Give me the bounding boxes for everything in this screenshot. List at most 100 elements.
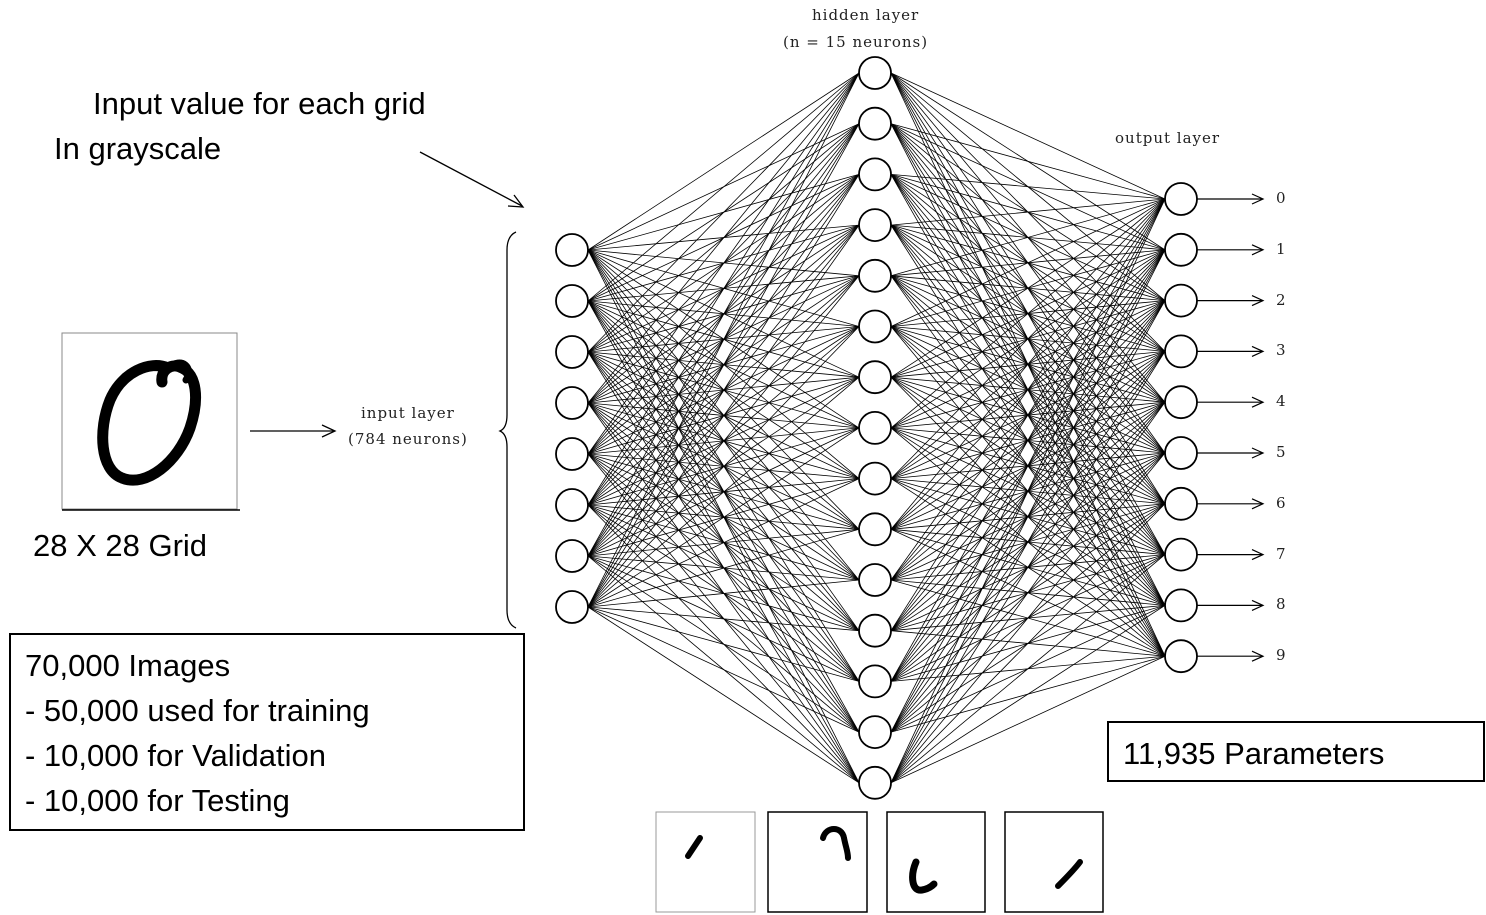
input-hidden-connection — [587, 123, 860, 608]
hidden-output-connection — [890, 72, 1166, 200]
input-hidden-connection — [587, 376, 860, 608]
input-neuron — [555, 539, 589, 573]
output-neuron — [1164, 283, 1198, 318]
output-digit-label: 4 — [1276, 392, 1287, 411]
digit-thumbnail-slash — [1004, 811, 1104, 913]
input-hidden-connection — [587, 606, 860, 632]
hidden-neuron — [858, 106, 892, 141]
hidden-layer-title: hidden layer — [812, 6, 920, 24]
digit-thumbnail-stroke — [655, 811, 756, 913]
hidden-neuron — [858, 765, 892, 800]
grayscale-annotation: In grayscale — [54, 131, 222, 166]
hidden-neuron — [858, 208, 892, 243]
hidden-output-connection — [890, 198, 1166, 581]
hidden-output-connection — [890, 605, 1166, 784]
input-hidden-connection — [587, 606, 860, 784]
output-digit-label: 8 — [1276, 595, 1287, 614]
hidden-output-connection — [890, 249, 1166, 783]
input-hidden-connection — [587, 72, 860, 404]
output-arrow-head — [1251, 345, 1265, 357]
input-hidden-connection — [587, 72, 860, 455]
input-hidden-connection — [587, 72, 860, 302]
output-neuron — [1164, 436, 1198, 470]
input-neuron — [555, 284, 589, 318]
hidden-output-connection — [890, 198, 1166, 479]
input-hidden-connection — [587, 528, 860, 608]
output-neuron — [1164, 588, 1198, 623]
hidden-output-connection — [890, 198, 1166, 327]
hidden-output-connection — [890, 198, 1166, 733]
output-neuron — [1164, 385, 1198, 420]
hidden-output-connection — [890, 300, 1166, 783]
input-hidden-connection — [587, 478, 860, 608]
dataset-info-box: 70,000 Images - 50,000 used for training… — [9, 633, 525, 831]
input-neuron — [555, 590, 589, 624]
output-arrow-head — [1251, 244, 1265, 256]
output-digit-label: 5 — [1276, 443, 1287, 461]
input-neuron — [555, 386, 589, 420]
output-neuron — [1164, 486, 1198, 521]
output-digit-label: 6 — [1276, 493, 1287, 512]
hidden-output-connection — [890, 198, 1166, 429]
dataset-total-line: 70,000 Images — [25, 648, 231, 683]
hidden-output-connection — [890, 452, 1166, 784]
input-layer-title: input layer — [361, 404, 455, 422]
hidden-output-connection — [890, 174, 1166, 200]
output-layer-title: output layer — [1115, 129, 1221, 147]
parameters-box: 11,935 Parameters — [1107, 721, 1485, 782]
output-arrow-head — [1251, 295, 1265, 307]
hidden-neuron — [858, 360, 892, 395]
output-digit-label: 0 — [1276, 189, 1287, 207]
dataset-testing-line: - 10,000 for Testing — [25, 783, 290, 818]
output-arrow-head — [1251, 447, 1265, 459]
input-neuron — [555, 233, 589, 267]
input-value-annotation: Input value for each grid — [93, 86, 426, 121]
digit-thumbnail-curve — [886, 811, 986, 913]
output-arrow-head — [1251, 599, 1265, 611]
input-hidden-connection — [587, 579, 860, 608]
input-hidden-connection — [587, 427, 860, 608]
input-neuron — [555, 437, 589, 471]
dataset-training-line: - 50,000 used for training — [25, 693, 370, 728]
input-hidden-connection — [587, 326, 860, 608]
output-neuron — [1164, 537, 1198, 572]
output-arrow-head — [1251, 396, 1265, 408]
hidden-output-connection — [890, 198, 1166, 783]
input-hidden-connection — [587, 224, 860, 608]
output-neuron — [1164, 334, 1198, 369]
hidden-neuron — [858, 258, 892, 293]
output-arrow-head — [1251, 549, 1265, 561]
output-arrows — [1197, 193, 1265, 662]
input-layer-brace — [498, 231, 517, 629]
hidden-neuron — [858, 715, 892, 749]
input-hidden-connection — [587, 72, 860, 608]
hidden-output-connection — [890, 198, 1166, 682]
input-hidden-connection — [587, 174, 860, 608]
hidden-neuron — [858, 563, 892, 597]
output-neuron — [1164, 182, 1198, 216]
input-neuron — [555, 488, 589, 522]
digit-thumbnail-hook — [767, 811, 868, 913]
hidden-neuron — [858, 664, 892, 699]
hidden-neuron — [858, 461, 892, 496]
output-arrow-head — [1251, 498, 1265, 510]
hidden-output-connection — [890, 198, 1166, 530]
hidden-output-connection — [890, 198, 1166, 226]
input-neuron — [555, 335, 589, 369]
input-hidden-connection — [587, 72, 860, 557]
input-hidden-connection — [587, 72, 860, 353]
hidden-layer-count: (n = 15 neurons) — [783, 33, 929, 51]
output-neuron — [1164, 639, 1198, 674]
hidden-output-connection — [890, 554, 1166, 784]
hidden-output-connection — [890, 655, 1166, 784]
hidden-output-connection — [890, 401, 1166, 784]
hidden-output-connection — [890, 503, 1166, 784]
hidden-neuron — [858, 309, 892, 344]
hidden-output-connection — [890, 198, 1166, 378]
output-digit-label: 7 — [1276, 544, 1287, 563]
network-nodes — [555, 56, 1198, 800]
input-hidden-connection — [587, 275, 860, 608]
hidden-output-connection — [890, 198, 1166, 631]
output-neuron — [1164, 232, 1198, 267]
